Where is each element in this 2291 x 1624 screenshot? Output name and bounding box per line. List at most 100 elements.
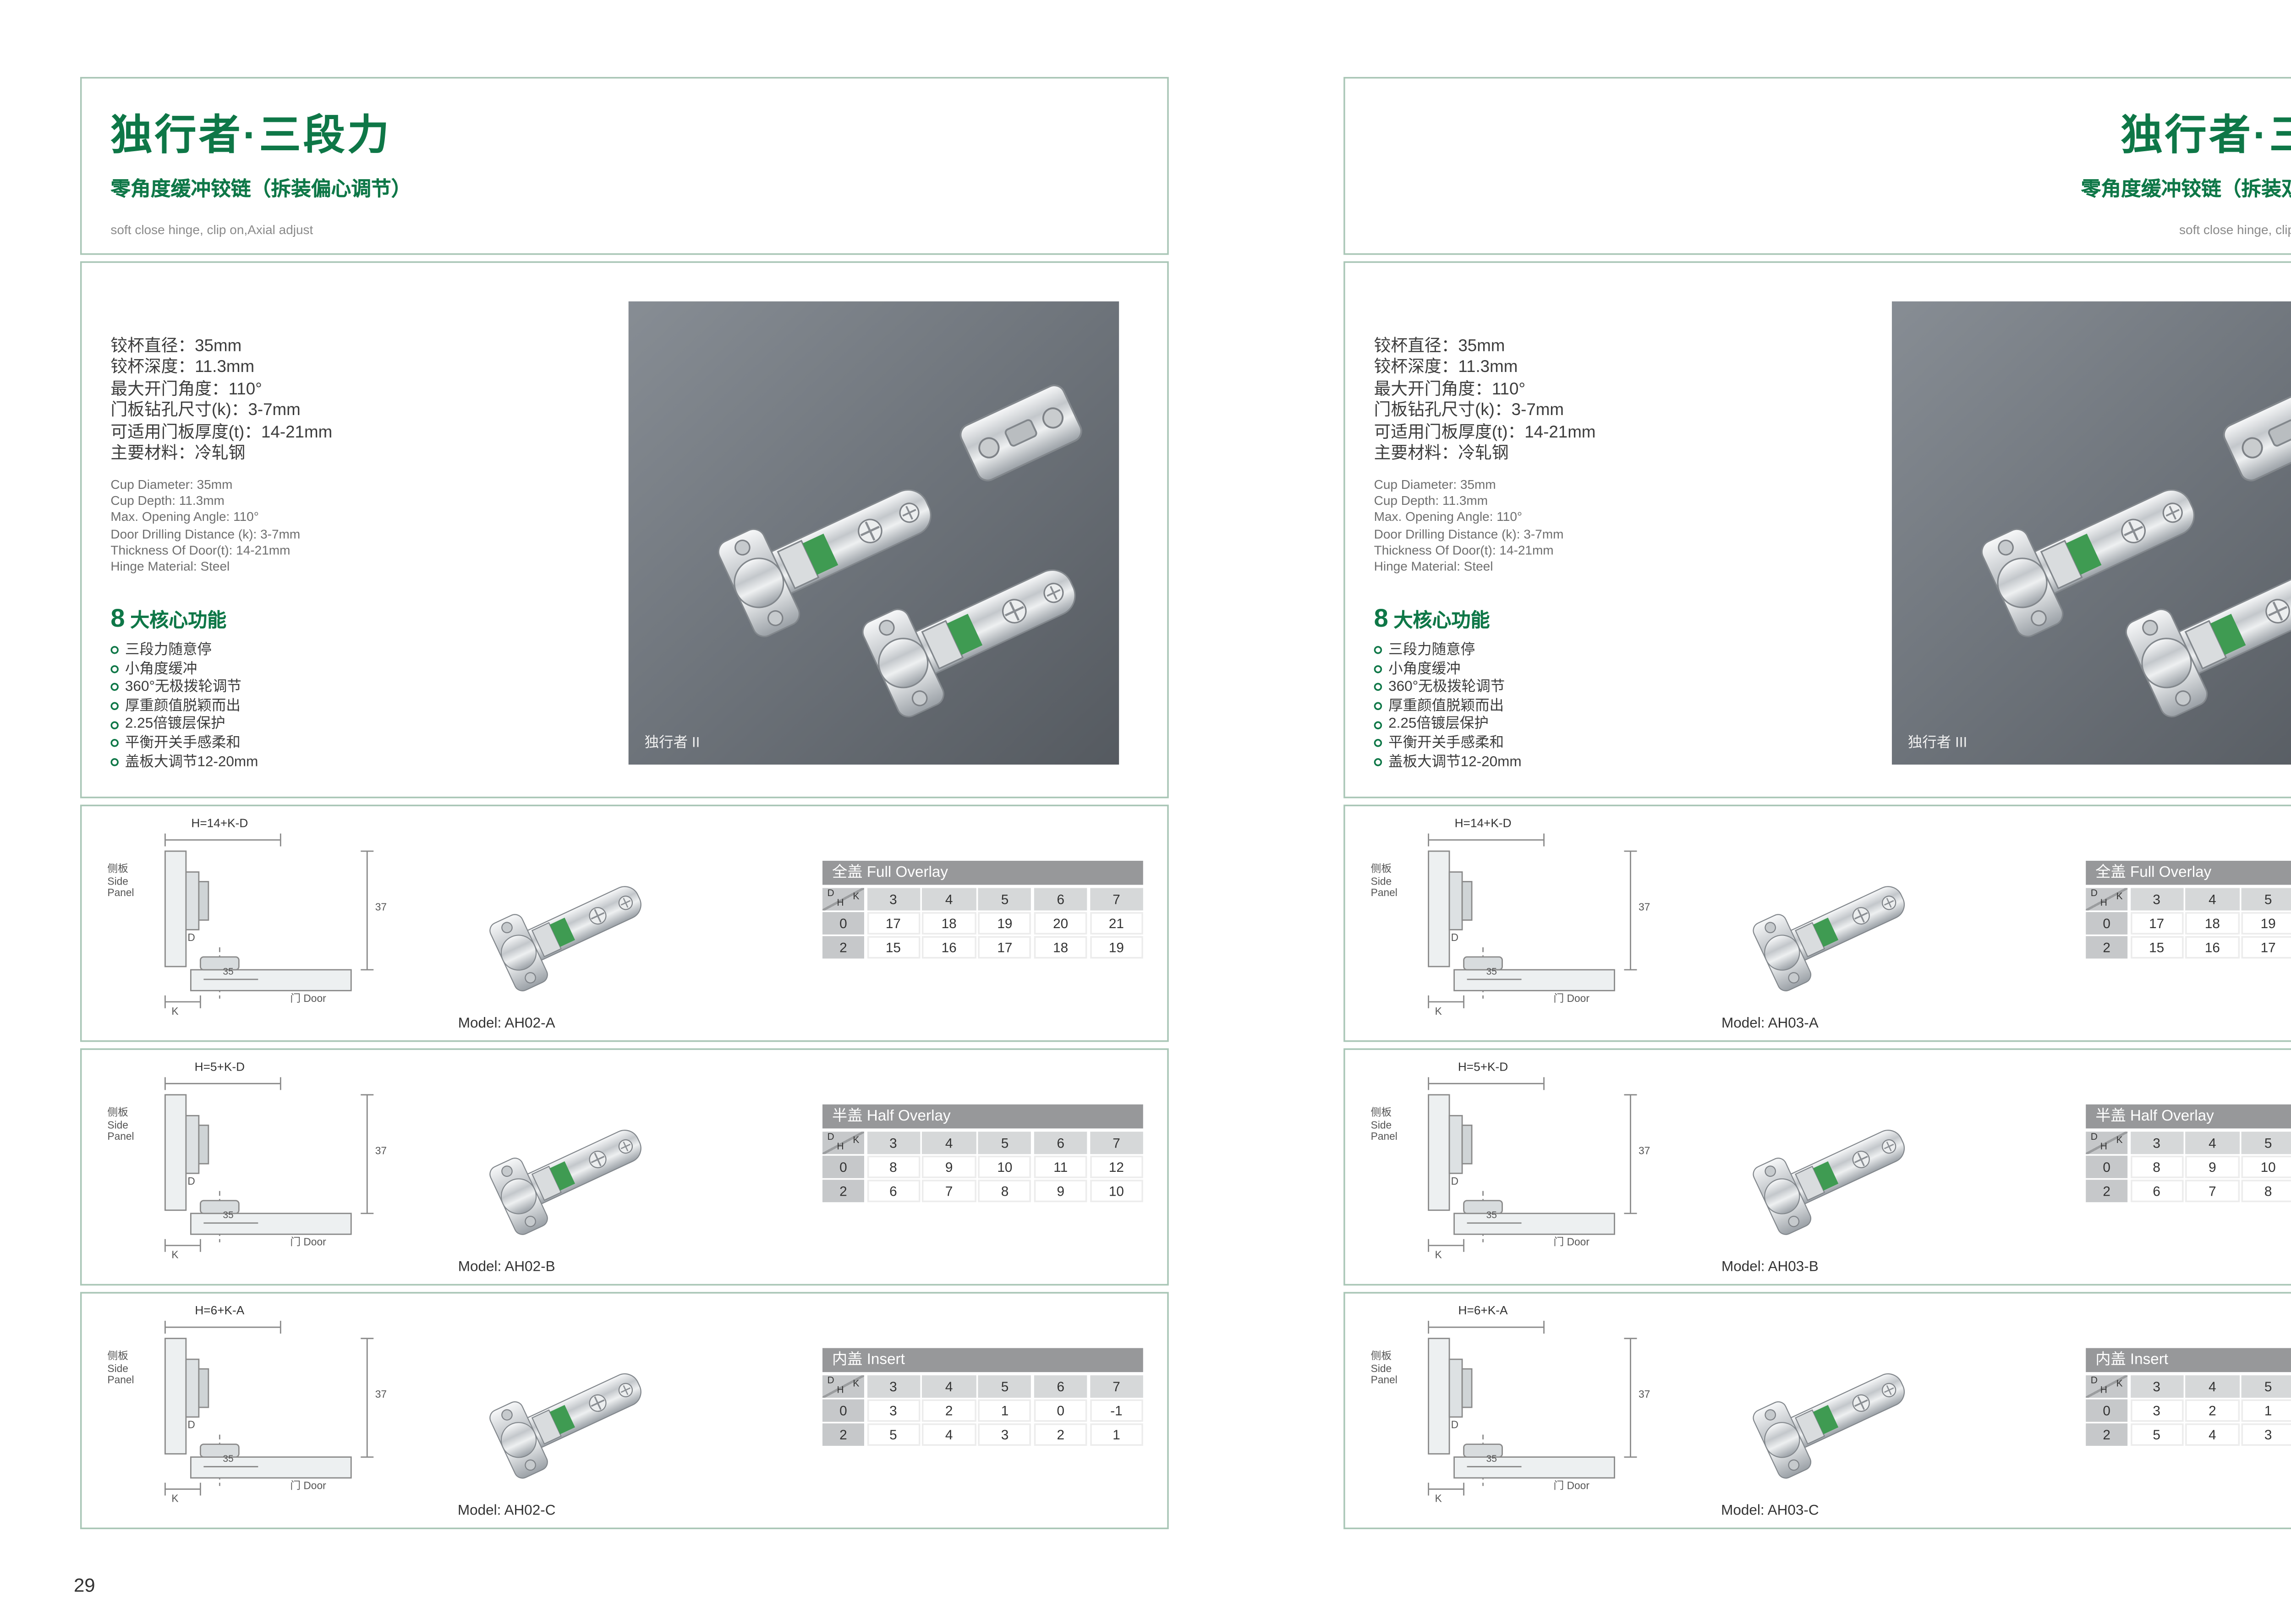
table-value: 6: [2130, 1180, 2183, 1202]
spec-line: 最大开门角度：110°: [110, 379, 262, 399]
col-header: 4: [2186, 1132, 2239, 1154]
dim-k-label: K: [171, 1494, 179, 1505]
catalog-page-right: 独行者·三段力 零角度缓冲铰链（拆装双偏心调节） soft close hing…: [1343, 77, 2291, 1532]
feature-label: 厚重颜值脱颖而出: [1388, 697, 1504, 713]
hinge-product-render: [486, 1350, 655, 1482]
feature-bullet-icon: [1374, 721, 1382, 729]
table-grid: DHK 3 4 5 6 7 0 3 2 1 0 -1 2 5 4 3 2: [2086, 1375, 2291, 1445]
table-title: 内盖 Insert: [822, 1348, 1143, 1372]
table-value: 3: [2241, 1423, 2291, 1445]
spec-line-en: Hinge Material: Steel: [1374, 559, 1493, 574]
col-header: 5: [978, 888, 1032, 910]
table-value: 17: [866, 912, 920, 934]
table-value: 9: [2186, 1155, 2239, 1178]
spec-line-en: Cup Diameter: 35mm: [1374, 477, 1496, 492]
model-label: Model: AH02-C: [457, 1502, 556, 1518]
side-panel-label-en: Side: [107, 876, 128, 888]
spec-line-en: Cup Depth: 11.3mm: [110, 494, 225, 509]
table-value: 10: [978, 1155, 1032, 1178]
feature-label: 小角度缓冲: [1388, 660, 1461, 676]
spec-line: 可适用门板厚度(t)：14-21mm: [110, 422, 333, 442]
col-header: 6: [1034, 1375, 1087, 1397]
side-panel-label-en: Side: [1370, 1364, 1392, 1376]
product-photo: 独行者 III: [1891, 301, 2291, 765]
specs-english: Cup Diameter: 35mm Cup Depth: 11.3mm Max…: [1374, 478, 1564, 576]
feature-bullet-icon: [110, 665, 119, 673]
table-value: 8: [2130, 1155, 2183, 1178]
feature-item: 三段力随意停: [110, 641, 258, 660]
row-header: 2: [822, 936, 864, 958]
feature-bullet-icon: [110, 684, 119, 692]
col-header: 3: [866, 1132, 920, 1154]
table-value: 8: [866, 1155, 920, 1178]
col-header: 5: [2241, 1375, 2291, 1397]
diagram-formula: H=14+K-D: [1454, 815, 1512, 831]
spec-section: 铰杯直径：35mm 铰杯深度：11.3mm 最大开门角度：110° 门板钻孔尺寸…: [80, 261, 1169, 798]
row-header: 0: [2086, 1399, 2128, 1421]
feature-label: 小角度缓冲: [125, 660, 197, 676]
diagram-formula: H=6+K-A: [1458, 1303, 1508, 1318]
row-header: 0: [2086, 1155, 2128, 1178]
technical-diagram: H=14+K-D 侧板 Side Panel 37 35 门 Door K D: [101, 815, 406, 1024]
hinge-product-render: [1749, 1350, 1918, 1482]
spec-line: 门板钻孔尺寸(k)：3-7mm: [1374, 401, 1564, 421]
dim-d-label: D: [1451, 1420, 1459, 1432]
table-value: 20: [1034, 912, 1087, 934]
diagram-formula: H=14+K-D: [191, 815, 248, 831]
page-header: 独行者·三段力 零角度缓冲铰链（拆装偏心调节） soft close hinge…: [80, 77, 1169, 255]
spec-line: 可适用门板厚度(t)：14-21mm: [1374, 422, 1596, 442]
table-value: 7: [922, 1180, 976, 1202]
spec-line-en: Max. Opening Angle: 110°: [1374, 510, 1523, 525]
dim-k-label: K: [171, 1006, 179, 1018]
dim-d-label: D: [1451, 1176, 1459, 1188]
col-header: 5: [2241, 1132, 2291, 1154]
table-value: 1: [2241, 1399, 2291, 1421]
features-heading-label: 大核心功能: [1393, 609, 1490, 632]
feature-bullet-icon: [110, 721, 119, 729]
model-label: Model: AH03-B: [1721, 1258, 1819, 1274]
col-header: 3: [2130, 888, 2183, 910]
product-series-title: 独行者·三段力: [2121, 110, 2291, 159]
table-title: 全盖 Full Overlay: [2086, 860, 2291, 885]
features-list: 三段力随意停 小角度缓冲 360°无极拨轮调节 厚重颜值脱颖而出 2.25倍镀层…: [1374, 641, 1522, 771]
col-header: 4: [2186, 888, 2239, 910]
feature-bullet-icon: [1374, 684, 1382, 692]
col-header: 7: [1090, 1375, 1143, 1397]
dim-37-label: 37: [1638, 1146, 1650, 1158]
row-header: 0: [822, 1155, 864, 1178]
dim-d-label: D: [187, 1176, 195, 1188]
table-value: 5: [2130, 1423, 2183, 1445]
spec-line-en: Door Drilling Distance (k): 3-7mm: [110, 526, 301, 541]
spec-line-en: Cup Depth: 11.3mm: [1374, 494, 1488, 509]
feature-bullet-icon: [110, 702, 119, 711]
spec-line: 主要材料：冷轧钢: [110, 444, 246, 464]
door-label: 门 Door: [1553, 1481, 1589, 1493]
section-insert: H=6+K-A 侧板 Side Panel 37 35 门 Door K D M…: [80, 1292, 1169, 1530]
technical-diagram: H=6+K-A 侧板 Side Panel 37 35 门 Door K D: [101, 1303, 406, 1512]
table-title: 半盖 Half Overlay: [822, 1104, 1143, 1129]
overlay-table: 全盖 Full Overlay DHK 3 4 5 6 7 0 17 18 19…: [2086, 860, 2291, 958]
spec-line: 铰杯直径：35mm: [110, 336, 242, 356]
specs-chinese: 铰杯直径：35mm 铰杯深度：11.3mm 最大开门角度：110° 门板钻孔尺寸…: [1374, 337, 1596, 465]
side-panel-label-en: Side: [107, 1364, 128, 1376]
technical-diagram: H=5+K-D 侧板 Side Panel 37 35 门 Door K D: [101, 1060, 406, 1268]
door-label: 门 Door: [1553, 994, 1589, 1005]
feature-label: 平衡开关手感柔和: [125, 734, 241, 750]
feature-bullet-icon: [110, 758, 119, 766]
table-grid: DHK 3 4 5 6 7 0 17 18 19 20 21 2 15 16 1…: [2086, 888, 2291, 958]
overlay-table: 半盖 Half Overlay DHK 3 4 5 6 7 0 8 9 10 1…: [2086, 1104, 2291, 1202]
hinge-product-render: [1749, 1106, 1918, 1238]
feature-item: 盖板大调节12-20mm: [1374, 753, 1522, 771]
feature-label: 三段力随意停: [1388, 641, 1475, 657]
section-full-overlay: H=14+K-D 侧板 Side Panel 37 35 门 Door K D …: [1343, 804, 2291, 1042]
spec-line-en: Door Drilling Distance (k): 3-7mm: [1374, 526, 1564, 541]
table-value: 19: [978, 912, 1032, 934]
feature-bullet-icon: [1374, 702, 1382, 711]
table-value: 10: [2241, 1155, 2291, 1178]
table-value: 18: [2186, 912, 2239, 934]
spec-section: 铰杯直径：35mm 铰杯深度：11.3mm 最大开门角度：110° 门板钻孔尺寸…: [1343, 261, 2291, 798]
feature-item: 盖板大调节12-20mm: [110, 753, 258, 771]
